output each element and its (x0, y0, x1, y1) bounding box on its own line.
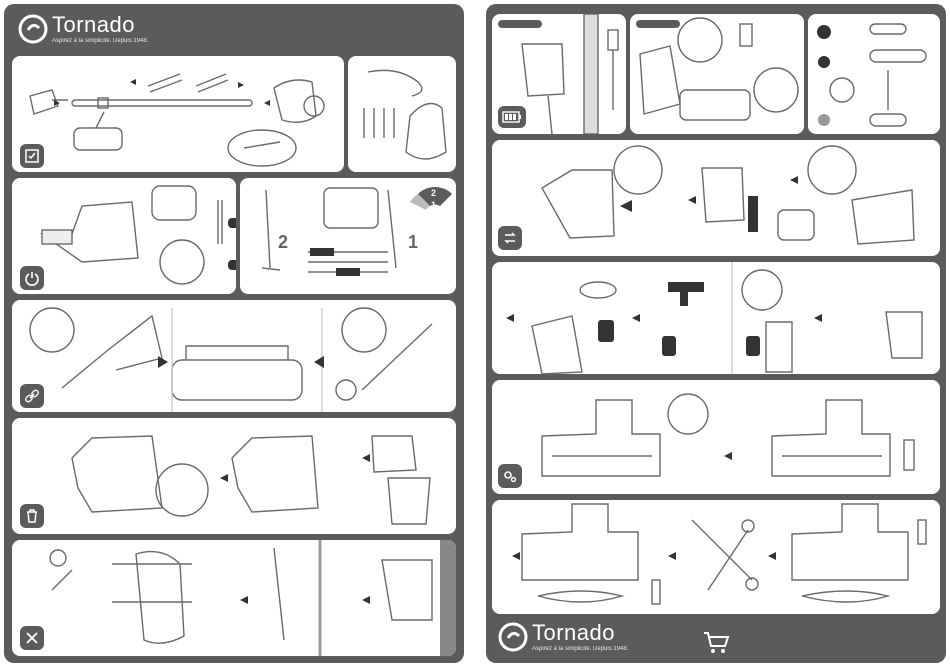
filter-wash-panel (492, 262, 940, 374)
brand-tagline: Aspirez à la simplicité. Depuis 1948. (532, 646, 628, 652)
tools-icon (24, 630, 40, 646)
gears-icon (502, 468, 518, 484)
charge-step-number-2: 2 (278, 232, 288, 253)
brush-roll-illustration (492, 380, 940, 494)
charge-step-number-1: 1 (408, 232, 418, 253)
accessories-badge (20, 384, 44, 408)
charging-panel: 2 1 2 1 (240, 178, 456, 294)
mounting-illustration (12, 540, 456, 656)
shop-link[interactable] (702, 630, 730, 656)
contents-panel (12, 56, 344, 172)
speed-level-2: 2 (431, 188, 436, 198)
filter-wash-illustration (492, 262, 940, 374)
wall-mount-kit-panel (348, 56, 456, 172)
filter-removal-panel (492, 140, 940, 256)
contents-badge (20, 144, 44, 168)
swap-icon (502, 230, 518, 246)
mounting-panel (12, 540, 456, 656)
accessories-illustration (12, 300, 456, 412)
brush-roll-panel (492, 380, 940, 494)
brand-tagline: Aspirez à la simplicité. Depuis 1948. (52, 38, 148, 44)
mount-badge (20, 626, 44, 650)
power-illustration (12, 178, 236, 294)
led-status-illustration (808, 14, 940, 134)
right-page: Tornado Aspirez à la simplicité. Depuis … (486, 4, 946, 663)
battery-charge-panel (630, 14, 804, 134)
power-badge (20, 266, 44, 290)
tornado-logo-icon (498, 622, 528, 652)
filter-badge (498, 226, 522, 250)
emptying-illustration (12, 418, 456, 534)
brand-header-left: Tornado Aspirez à la simplicité. Depuis … (18, 14, 148, 44)
tornado-logo-icon (18, 14, 48, 44)
brush-clean-illustration (492, 500, 940, 614)
led-status-panel (808, 14, 940, 134)
emptying-panel (12, 418, 456, 534)
battery-badge (498, 106, 526, 128)
brand-name: Tornado (52, 14, 148, 36)
battery-icon (502, 111, 522, 123)
cart-icon[interactable] (702, 630, 730, 656)
wall-mount-kit-illustration (348, 56, 456, 172)
brush-badge (498, 464, 522, 488)
left-page: Tornado Aspirez à la simplicité. Depuis … (4, 4, 464, 663)
power-panel (12, 178, 236, 294)
brand-footer-right: Tornado Aspirez à la simplicité. Depuis … (498, 622, 628, 652)
filter-removal-illustration (492, 140, 940, 256)
contents-illustration (12, 56, 344, 172)
checklist-icon (24, 148, 40, 164)
panel-tag (498, 20, 542, 28)
trash-icon (24, 508, 40, 524)
accessories-panel (12, 300, 456, 412)
brush-clean-panel (492, 500, 940, 614)
empty-badge (20, 504, 44, 528)
battery-charge-illustration (630, 14, 804, 134)
speed-level-1: 1 (431, 200, 436, 210)
brand-name: Tornado (532, 622, 628, 644)
power-icon (24, 270, 40, 286)
battery-wall-panel (492, 14, 626, 134)
link-icon (24, 388, 40, 404)
charging-illustration (240, 178, 456, 294)
panel-tag (636, 20, 680, 28)
